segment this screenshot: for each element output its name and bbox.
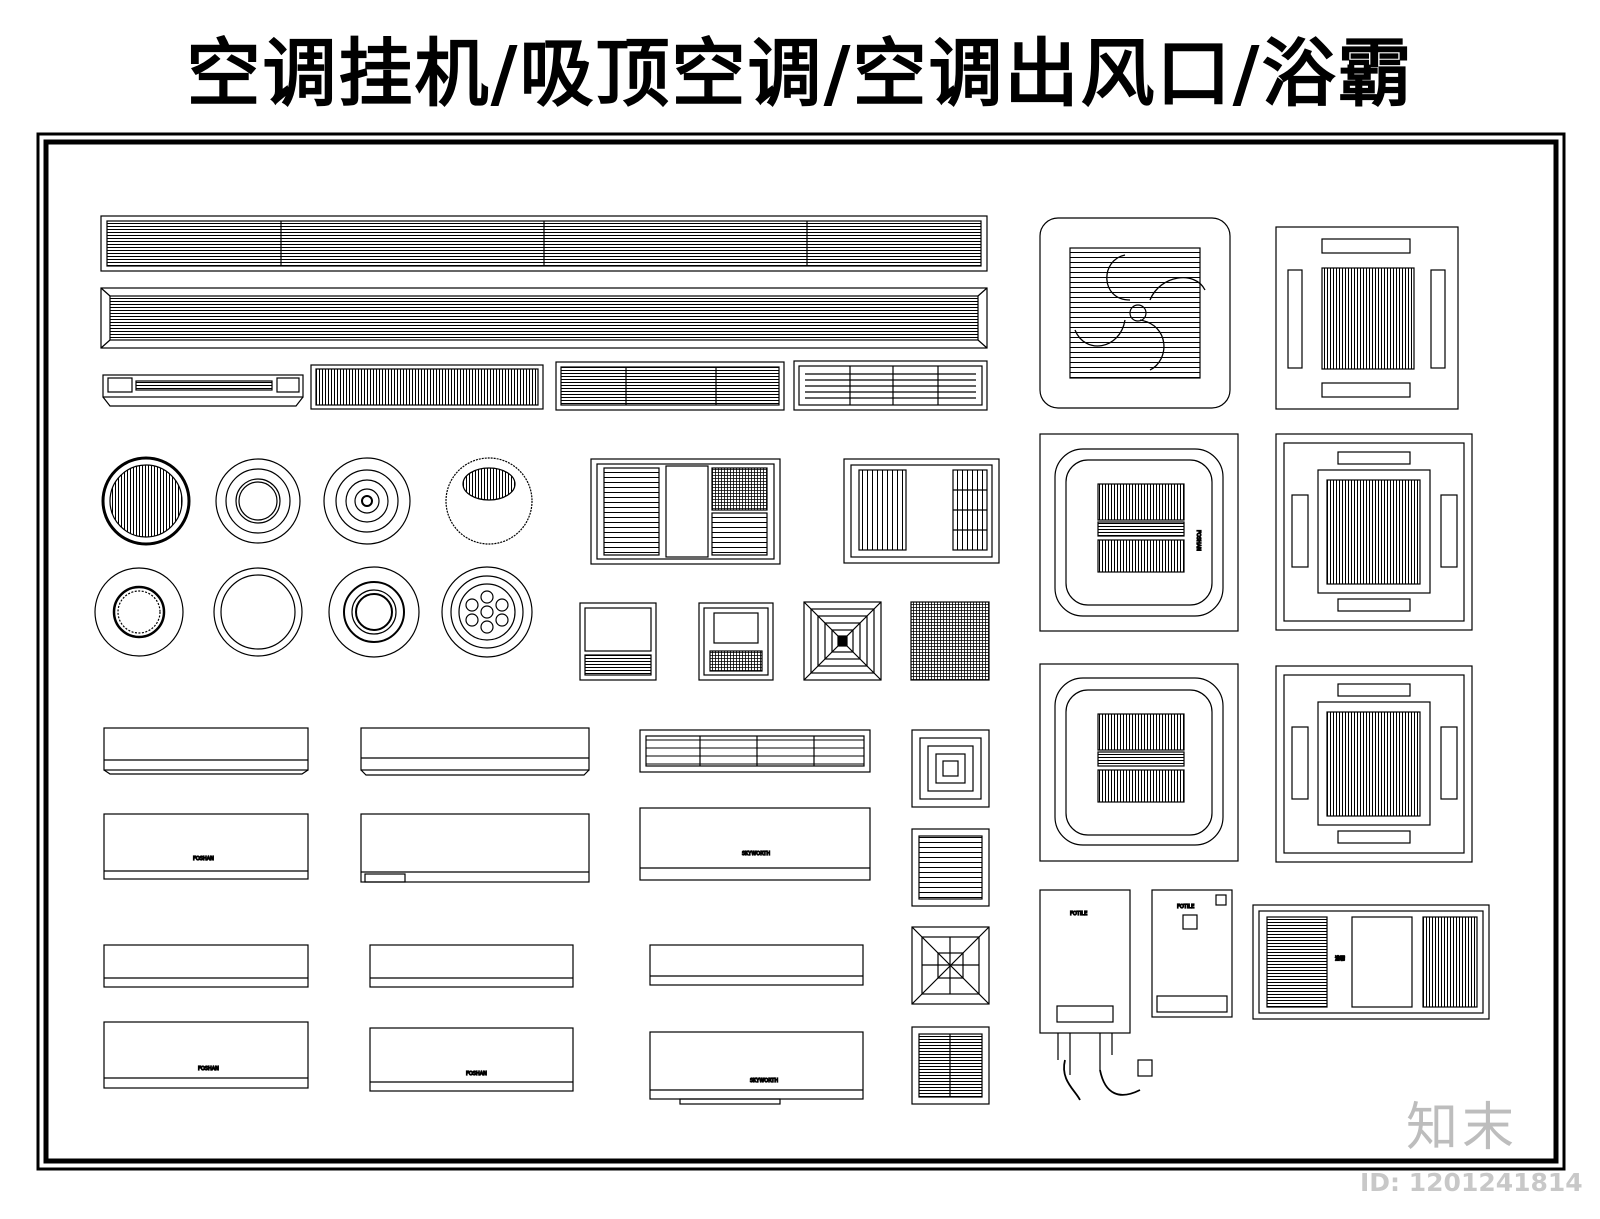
water-heater-brand-label: FOTILE [1070,911,1087,917]
round-ceiling-diffuser-icon [94,456,533,658]
watermark-id: ID: 1201241814 [1360,1168,1583,1197]
square-ceiling-diffuser-icon [911,729,990,1105]
ac-brand-label-2: SKYWORTH [742,851,770,857]
watermark-logo: 知末 [1406,1098,1519,1158]
sheet-frame [36,132,1566,1171]
ac-brand-label-4: FOSHAN [466,1071,487,1077]
page-title: 空调挂机/吸顶空调/空调出风口/浴霸 [186,31,1414,117]
ac-brand-label-1: FOSHAN [193,856,214,862]
cassette-brand-label: FOSHAN [1195,530,1201,551]
ceiling-cassette-ac-icon: FOSHAN [1039,217,1473,863]
water-heater-icon: FOTILE FOTILE 浴霸 [1039,889,1490,1101]
water-heater-brand-label-2: FOTILE [1177,904,1194,910]
ac-brand-label-5: SKYWORTH [750,1078,778,1084]
bath-heater-label: 浴霸 [1335,955,1345,962]
linear-slot-diffuser-icon [100,215,988,411]
ac-brand-label-3: FOSHAN [198,1066,219,1072]
wall-mounted-ac-icon: FOSHAN SKYWORTH FOSHAN FOSHAN SKYWORTH [103,727,871,1105]
bathroom-heater-icon [579,458,1000,681]
